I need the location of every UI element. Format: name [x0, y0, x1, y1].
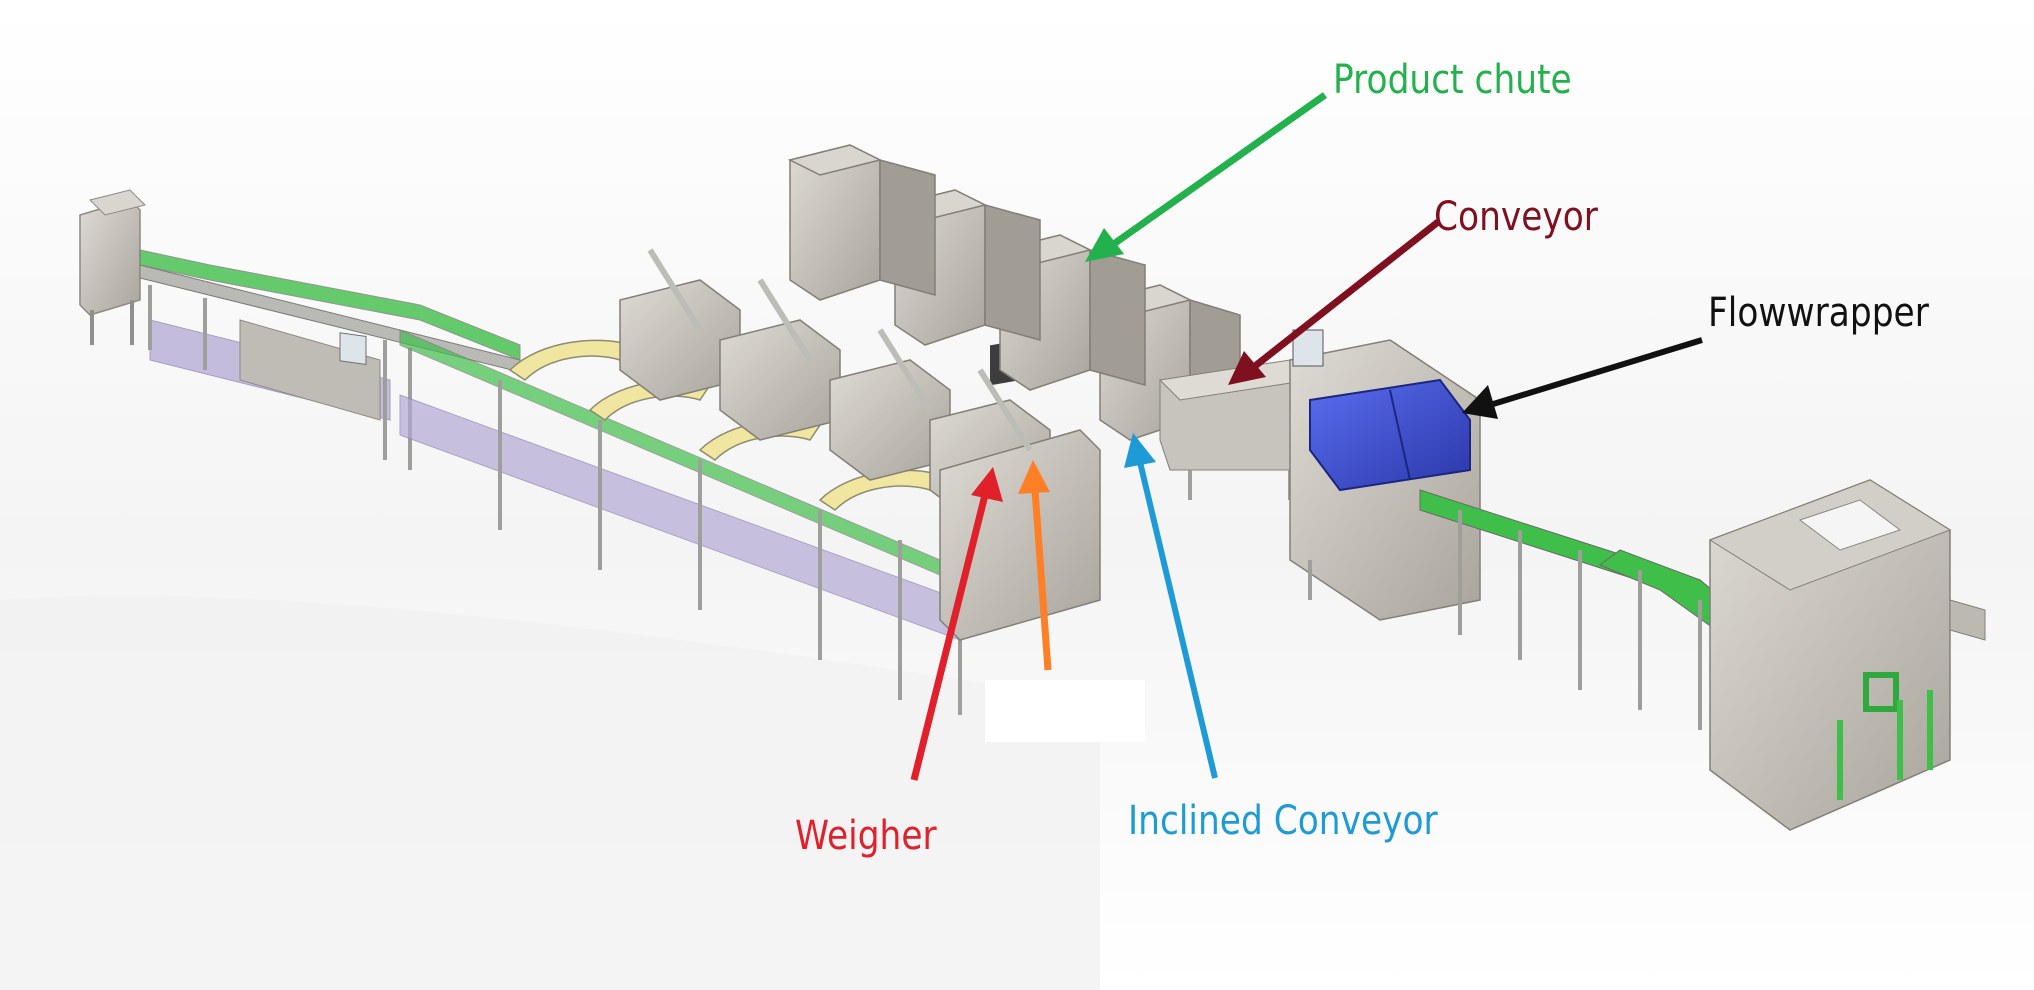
- orange-arrow: [1018, 460, 1052, 671]
- flowwrapper-machine: [1289, 329, 1481, 621]
- inclined-conveyor-label: Inclined Conveyor: [1128, 798, 1438, 844]
- conveyor-label: Conveyor: [1434, 194, 1598, 240]
- product-chute-arrow: [1085, 92, 1328, 262]
- label-cover-patch: [985, 680, 1145, 742]
- flowwrapper-arrow: [1462, 337, 1703, 419]
- weigher-arrow: [910, 467, 1003, 781]
- conveyor-arrow: [1228, 219, 1441, 385]
- flowwrapper-label: Flowwrapper: [1708, 290, 1929, 336]
- product-chute-label: Product chute: [1333, 57, 1572, 103]
- inclined-conveyor-arrow: [1124, 433, 1218, 779]
- product-chute-towers: [787, 144, 1241, 441]
- weigher-label: Weigher: [795, 813, 937, 859]
- floor-shadow: [0, 596, 1100, 990]
- case-packer: [1708, 479, 1986, 831]
